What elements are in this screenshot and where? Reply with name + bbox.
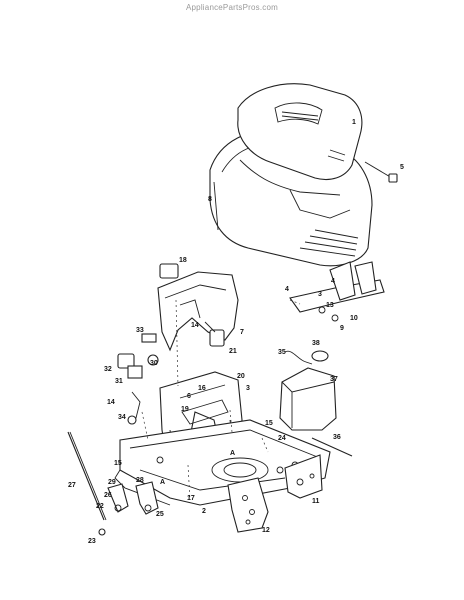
callout-3: 3 bbox=[246, 385, 250, 392]
callout-19: 19 bbox=[181, 406, 189, 413]
callout-A1: A bbox=[160, 479, 165, 486]
dash-panel[interactable] bbox=[157, 271, 239, 352]
fuel-tank[interactable] bbox=[279, 367, 337, 431]
callout-13: 13 bbox=[326, 302, 334, 309]
callout-14b: 14 bbox=[107, 399, 115, 406]
callout-28: 28 bbox=[136, 477, 144, 484]
callout-2: 2 bbox=[202, 508, 206, 515]
fuel-cap[interactable] bbox=[311, 350, 329, 362]
callout-21: 21 bbox=[229, 348, 237, 355]
callout-27: 27 bbox=[68, 482, 76, 489]
hood-bracket[interactable] bbox=[289, 261, 385, 322]
callout-22: 22 bbox=[96, 503, 104, 510]
callout-18: 18 bbox=[179, 257, 187, 264]
callout-31: 31 bbox=[115, 378, 123, 385]
callout-5: 5 bbox=[400, 164, 404, 171]
front-bracket[interactable] bbox=[284, 454, 323, 499]
callout-25: 25 bbox=[156, 511, 164, 518]
callout-29: 29 bbox=[108, 479, 116, 486]
callout-A2: A bbox=[230, 450, 235, 457]
ignition-switch[interactable] bbox=[204, 321, 225, 347]
callout-12: 12 bbox=[262, 527, 270, 534]
callout-17: 17 bbox=[187, 495, 195, 502]
callout-35: 35 bbox=[278, 349, 286, 356]
callout-26: 26 bbox=[104, 492, 112, 499]
callout-7: 7 bbox=[240, 329, 244, 336]
callout-4a: 4 bbox=[285, 286, 289, 293]
main-frame[interactable] bbox=[114, 419, 331, 506]
callout-15: 15 bbox=[265, 420, 273, 427]
callout-33: 33 bbox=[136, 327, 144, 334]
pedestal-cap[interactable] bbox=[159, 263, 179, 279]
callout-11: 11 bbox=[312, 498, 320, 505]
hood-top-panel[interactable] bbox=[237, 83, 363, 181]
site-watermark: AppliancePartsPros.com bbox=[186, 3, 278, 12]
callout-32: 32 bbox=[104, 366, 112, 373]
callout-8: 8 bbox=[208, 196, 212, 203]
callout-4b: 4 bbox=[331, 278, 335, 285]
callout-9: 9 bbox=[340, 325, 344, 332]
callout-1: 1 bbox=[352, 119, 356, 126]
front-plate[interactable] bbox=[227, 477, 269, 533]
callout-23: 23 bbox=[88, 538, 96, 545]
callout-14: 14 bbox=[191, 322, 199, 329]
callout-20: 20 bbox=[237, 373, 245, 380]
callout-3b: 3 bbox=[318, 291, 322, 298]
callout-16: 16 bbox=[198, 385, 206, 392]
callout-37: 37 bbox=[330, 376, 338, 383]
callout-24: 24 bbox=[278, 435, 286, 442]
lift-rod[interactable] bbox=[67, 431, 107, 536]
callout-38: 38 bbox=[312, 340, 320, 347]
hood-rod[interactable] bbox=[311, 437, 353, 457]
callout-36: 36 bbox=[333, 434, 341, 441]
callout-6: 6 bbox=[187, 393, 191, 400]
relay-assembly[interactable] bbox=[117, 333, 159, 425]
hood-bolt[interactable] bbox=[364, 161, 398, 183]
callout-10: 10 bbox=[350, 315, 358, 322]
fuel-hose[interactable] bbox=[284, 350, 313, 365]
callout-30: 30 bbox=[150, 360, 158, 367]
leader-lines bbox=[141, 299, 301, 501]
callout-15b: 15 bbox=[114, 460, 122, 467]
rear-bracket[interactable] bbox=[107, 481, 159, 515]
callout-34: 34 bbox=[118, 414, 126, 421]
